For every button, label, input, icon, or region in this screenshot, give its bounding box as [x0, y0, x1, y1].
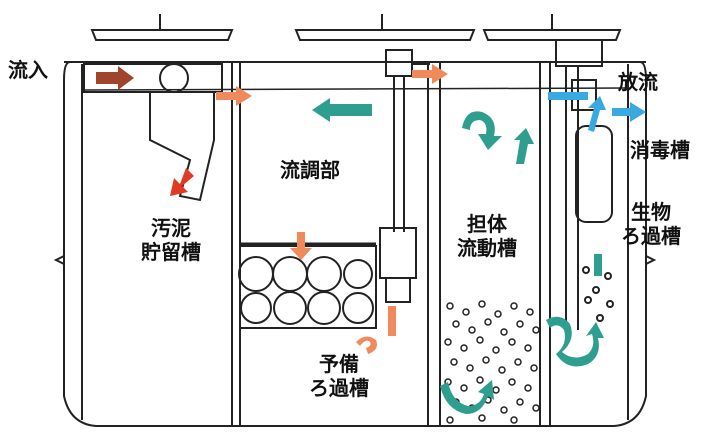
label-sludge-storage-line2: 貯留槽: [141, 240, 201, 265]
label-bio-filter-tank: 生物 ろ過槽: [596, 200, 706, 249]
label-flow-adjust: 流調部: [280, 158, 340, 182]
airlift-pump: [379, 49, 430, 303]
label-bio-filter-line2: ろ過槽: [621, 224, 681, 249]
label-carrier-fluid-line2: 流動槽: [457, 236, 517, 261]
label-sludge-storage-line1: 汚泥: [151, 216, 191, 240]
label-outflow: 放流: [618, 70, 658, 94]
transfer-arrows: [216, 64, 448, 354]
biofilter-column: [555, 39, 614, 330]
label-inflow: 流入: [8, 58, 48, 82]
label-bio-filter-line1: 生物: [631, 200, 671, 224]
label-pre-filter-tank: 予備 ろ過槽: [284, 352, 394, 401]
label-disinfection-tank: 消毒槽: [630, 138, 690, 162]
outflow-arrows: [548, 92, 646, 132]
pre-filter-media: [238, 242, 377, 329]
label-carrier-fluid-line1: 担体: [467, 212, 507, 236]
settle-arrow: [170, 168, 194, 196]
label-carrier-fluid-tank: 担体 流動槽: [432, 212, 542, 261]
inflow-arrow: [96, 66, 134, 90]
manhole-covers: [90, 14, 622, 41]
label-pre-filter-line1: 予備: [319, 352, 359, 376]
circulation-arrows: [312, 98, 604, 414]
inflow-pipe: [83, 63, 223, 202]
label-pre-filter-line2: ろ過槽: [309, 376, 369, 401]
label-sludge-storage-tank: 汚泥 貯留槽: [116, 216, 226, 265]
